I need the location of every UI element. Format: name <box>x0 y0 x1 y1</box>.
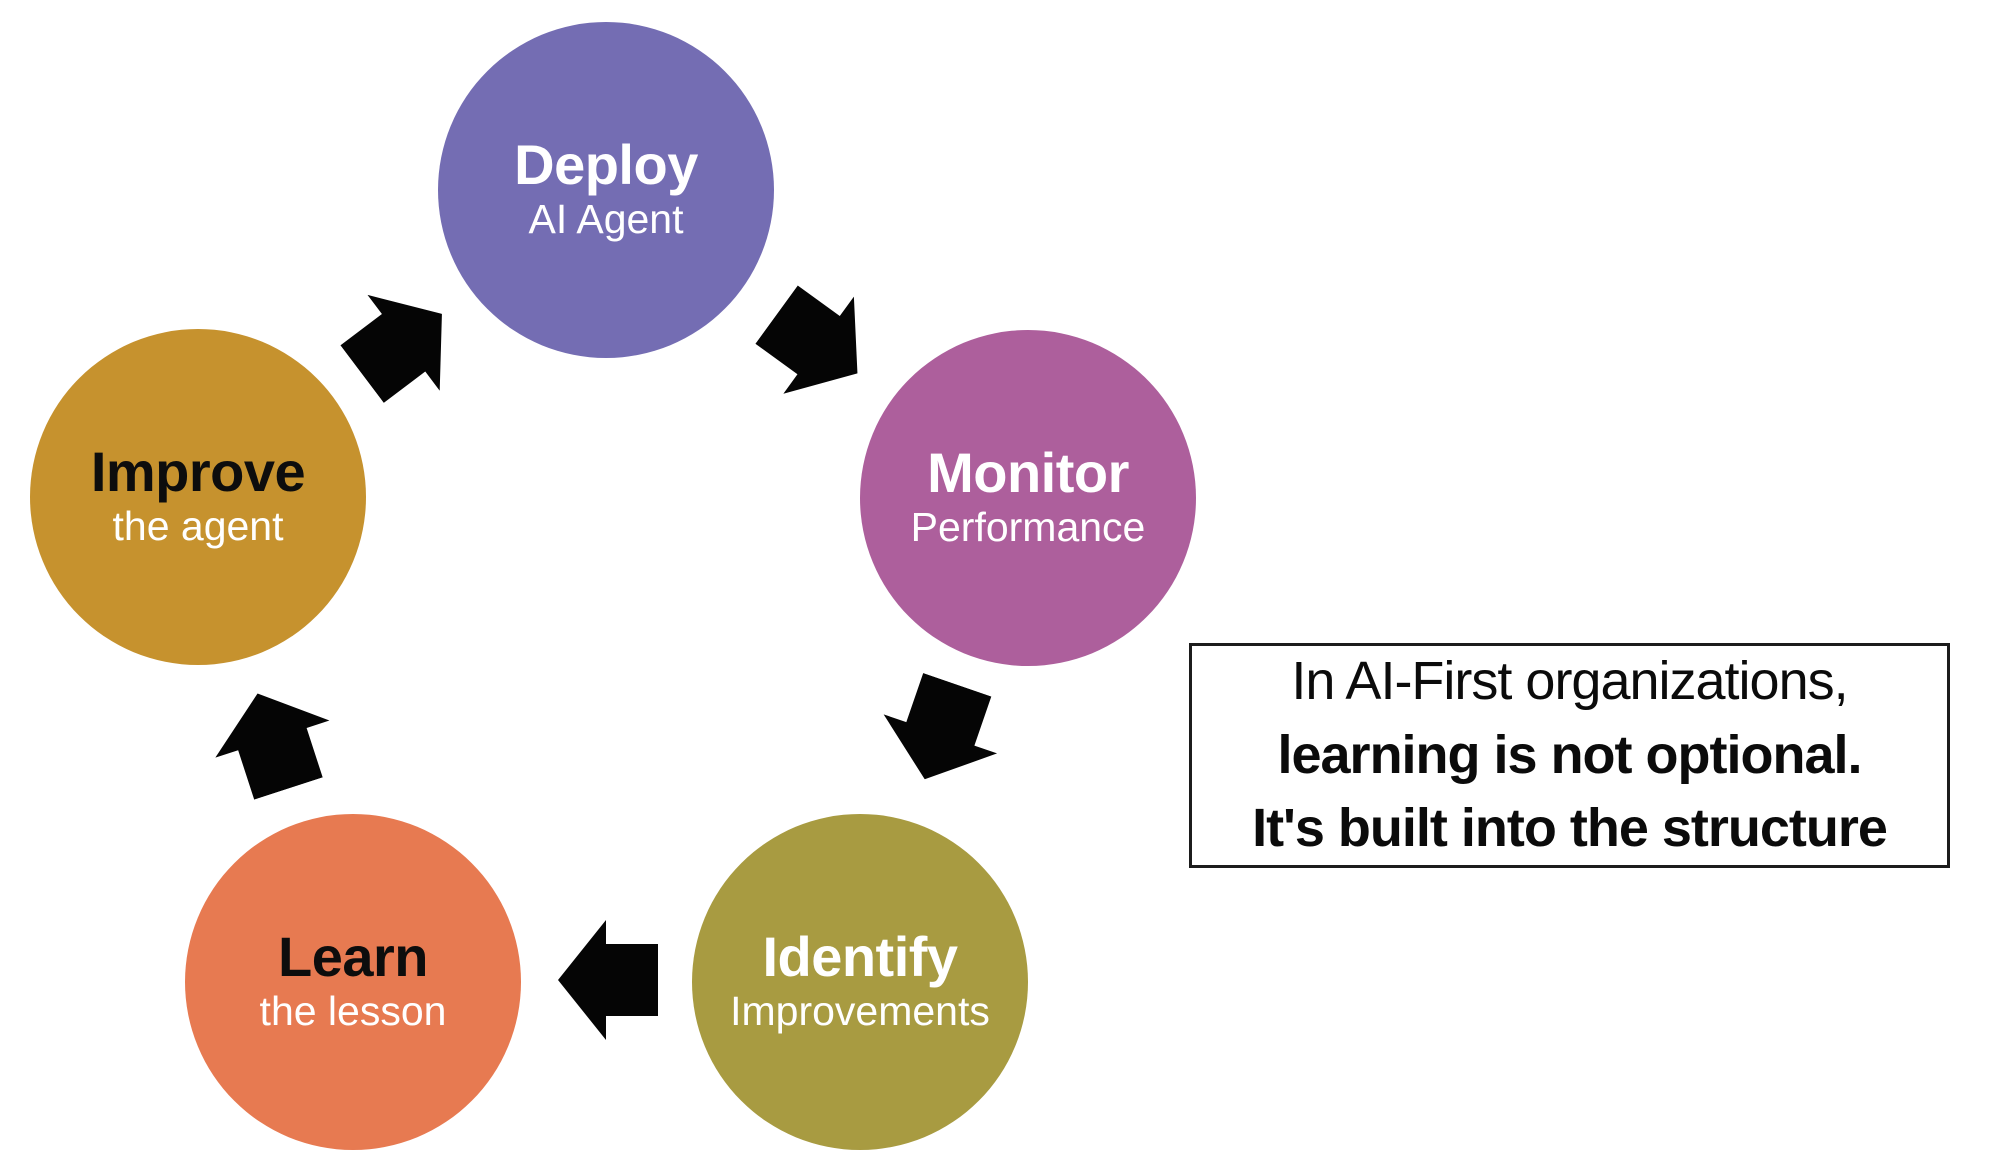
quote-box: In AI-First organizations, learning is n… <box>1189 643 1950 868</box>
block-arrow-icon <box>215 693 330 800</box>
step-subtitle-learn: the lesson <box>259 987 447 1034</box>
step-circle-identify: Identify Improvements <box>692 814 1028 1150</box>
step-title-identify: Identify <box>762 925 958 988</box>
block-arrow-icon <box>883 673 998 780</box>
block-arrow-icon <box>558 920 658 1040</box>
block-arrow-icon <box>340 294 442 403</box>
flow-arrow-learn-to-improve <box>200 675 345 807</box>
block-arrow-icon <box>755 285 858 394</box>
step-title-learn: Learn <box>278 925 429 988</box>
step-subtitle-improve: the agent <box>112 502 284 549</box>
step-circle-learn: Learn the lesson <box>185 814 521 1150</box>
step-circle-monitor: Monitor Performance <box>860 330 1196 666</box>
quote-line-1: In AI-First organizations, <box>1291 651 1848 712</box>
quote-line-2: learning is not optional. <box>1277 724 1862 785</box>
step-subtitle-identify: Improvements <box>730 987 990 1034</box>
step-subtitle-monitor: Performance <box>910 503 1146 550</box>
flow-arrow-deploy-to-monitor <box>741 266 892 422</box>
step-title-deploy: Deploy <box>514 133 698 196</box>
step-subtitle-deploy: AI Agent <box>528 195 684 242</box>
flow-arrow-monitor-to-identify <box>868 665 1014 799</box>
step-circle-deploy: Deploy AI Agent <box>438 22 774 358</box>
quote-line-3: It's built into the structure <box>1252 798 1888 859</box>
flow-arrow-identify-to-learn <box>558 920 658 1040</box>
step-title-improve: Improve <box>90 440 306 503</box>
step-circle-improve: Improve the agent <box>30 329 366 665</box>
step-title-monitor: Monitor <box>927 441 1129 504</box>
flow-arrow-improve-to-deploy <box>326 266 478 422</box>
